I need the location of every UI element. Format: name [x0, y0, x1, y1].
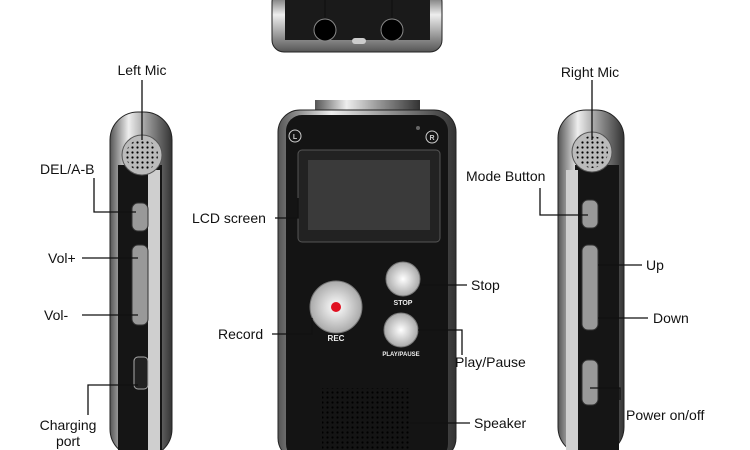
record-dot-icon	[331, 302, 341, 312]
play-pause-device-label: PLAY/PAUSE	[382, 352, 419, 358]
lcd-screen	[308, 160, 430, 230]
label-speaker: Speaker	[474, 415, 526, 431]
leader-lines	[82, 80, 648, 424]
label-left-mic: Left Mic	[117, 62, 166, 78]
top-view-device	[271, 0, 443, 53]
charging-port-icon	[133, 356, 149, 390]
front-device: L R REC STOP PLAY/PAUSE	[277, 100, 457, 450]
rec-label: REC	[328, 334, 345, 343]
label-down: Down	[653, 310, 689, 326]
right-side-device	[557, 109, 625, 450]
left-side-device	[109, 111, 173, 450]
play-pause-button[interactable]	[383, 312, 419, 348]
label-vol-minus: Vol-	[44, 307, 68, 323]
headphone-jack-icon	[313, 18, 337, 42]
label-lcd-screen: LCD screen	[192, 210, 266, 226]
label-stop: Stop	[471, 277, 500, 293]
label-vol-plus: Vol+	[48, 250, 76, 266]
r-mark: R	[429, 135, 434, 142]
label-del-ab: DEL/A-B	[40, 161, 94, 177]
speaker-grille	[322, 388, 410, 450]
label-charging-port-1: Charging	[40, 417, 97, 433]
l-mark: L	[293, 134, 298, 141]
mode-button[interactable]	[581, 199, 599, 229]
up-down-rocker[interactable]	[581, 244, 599, 331]
label-record: Record	[218, 326, 263, 342]
label-right-mic: Right Mic	[561, 64, 619, 80]
power-switch[interactable]	[581, 359, 599, 406]
label-charging-port-2: port	[56, 433, 80, 449]
stop-device-label: STOP	[394, 300, 413, 307]
mic-jack-icon	[380, 18, 404, 42]
volume-rocker[interactable]	[131, 244, 149, 326]
label-play-pause: Play/Pause	[455, 354, 526, 370]
stop-button[interactable]	[385, 261, 421, 297]
label-power: Power on/off	[626, 407, 704, 423]
label-mode-button: Mode Button	[466, 168, 545, 184]
del-ab-button[interactable]	[131, 202, 149, 232]
label-up: Up	[646, 257, 664, 273]
